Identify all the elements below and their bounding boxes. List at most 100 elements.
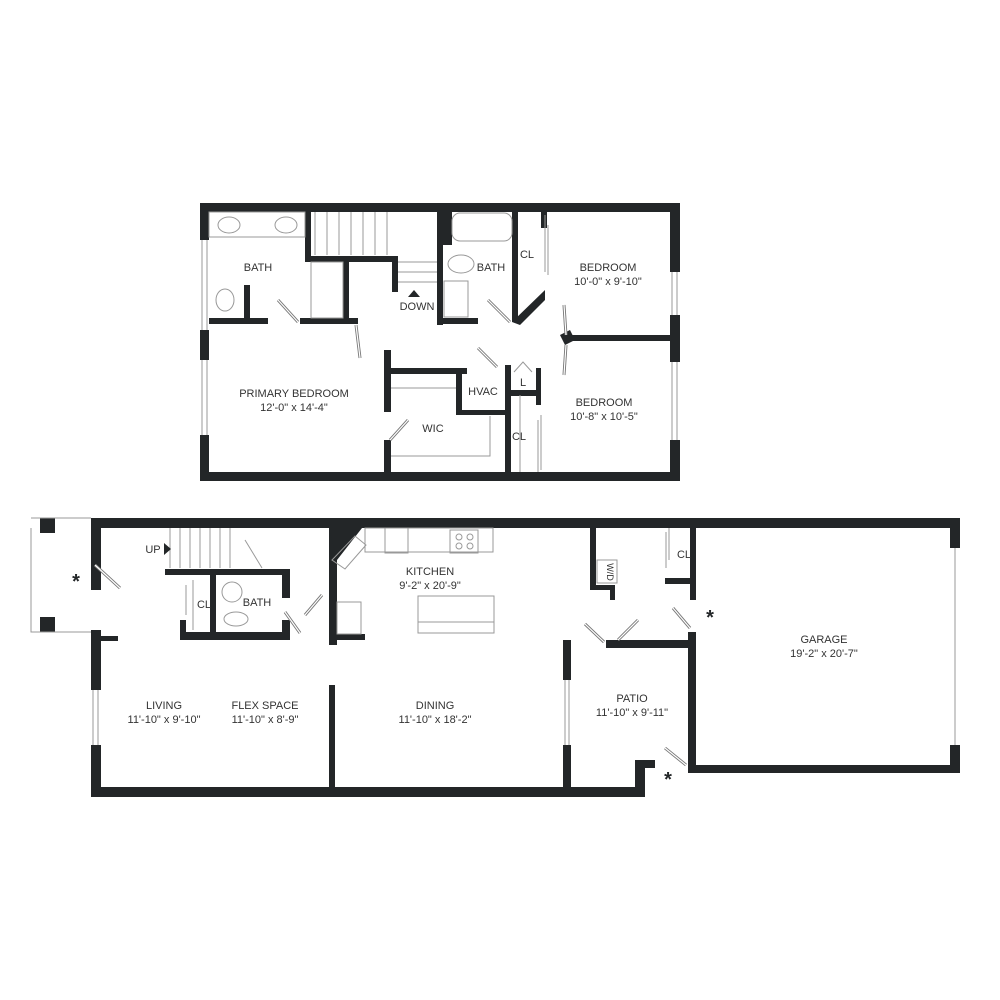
room-size-dining: 11'-10" x 18'-2" bbox=[399, 714, 472, 726]
entry-marker: * bbox=[664, 769, 672, 791]
room-label-linen: L bbox=[520, 377, 526, 389]
wall bbox=[690, 528, 696, 600]
room-label-closet: CL bbox=[520, 249, 534, 261]
wall bbox=[635, 760, 645, 797]
lower-stairs bbox=[169, 528, 263, 569]
wall bbox=[40, 518, 55, 533]
wall bbox=[606, 640, 696, 648]
room-size-kitchen: 9'-2" x 20'-9" bbox=[399, 580, 461, 592]
room-size-flex-space: 11'-10" x 8'-9" bbox=[232, 714, 299, 726]
shower bbox=[310, 261, 344, 319]
room-size-garage: 19'-2" x 20'-7" bbox=[790, 648, 858, 660]
wall bbox=[165, 569, 290, 575]
wall bbox=[512, 212, 518, 322]
door-icon bbox=[672, 607, 691, 629]
stove-icon bbox=[449, 529, 479, 554]
stairs-up-label: UP bbox=[145, 544, 160, 556]
counter bbox=[364, 527, 494, 553]
dishwasher bbox=[384, 527, 409, 554]
wall bbox=[282, 620, 290, 640]
wall bbox=[437, 212, 452, 245]
wic-shelves bbox=[391, 387, 491, 457]
room-size-living: 11'-10" x 9'-10" bbox=[128, 714, 201, 726]
closet-door bbox=[30, 528, 670, 633]
wall bbox=[180, 632, 290, 640]
wall bbox=[536, 368, 541, 405]
door-icon bbox=[487, 299, 511, 323]
door-icon bbox=[94, 564, 121, 589]
windows bbox=[92, 240, 678, 745]
wall-corner bbox=[560, 330, 575, 345]
room-label-kitchen: KITCHEN bbox=[406, 566, 454, 578]
room-label-wic: WIC bbox=[422, 423, 443, 435]
walls bbox=[40, 203, 960, 797]
vanity bbox=[208, 211, 306, 238]
washer-dryer bbox=[596, 559, 618, 584]
fixtures bbox=[30, 211, 956, 745]
wall bbox=[282, 569, 290, 598]
room-label-living: LIVING bbox=[146, 700, 182, 712]
wall bbox=[688, 632, 696, 773]
wall bbox=[590, 528, 596, 590]
door-icon bbox=[563, 304, 567, 336]
room-label-hvac: HVAC bbox=[468, 386, 498, 398]
door-icon bbox=[584, 623, 605, 643]
wall bbox=[670, 440, 680, 481]
door-icon bbox=[355, 324, 361, 359]
wall-corner bbox=[512, 290, 545, 325]
wall bbox=[950, 745, 960, 773]
wall bbox=[392, 256, 398, 292]
door-icon bbox=[477, 347, 498, 368]
toilet-icon bbox=[223, 611, 249, 627]
kitchen-island bbox=[417, 595, 495, 634]
door-icon bbox=[664, 747, 687, 766]
room-label-closet-2: CL bbox=[512, 431, 526, 443]
wall bbox=[200, 203, 209, 240]
wall bbox=[950, 518, 960, 548]
wall bbox=[91, 745, 101, 797]
door-icon bbox=[389, 419, 409, 441]
wall bbox=[91, 518, 101, 590]
wall bbox=[91, 518, 960, 528]
room-label-patio: PATIO bbox=[616, 693, 648, 705]
wall bbox=[688, 765, 960, 773]
toilet-icon bbox=[447, 254, 475, 274]
stairs-down-label: DOWN bbox=[400, 301, 435, 313]
wall bbox=[91, 787, 645, 797]
wall bbox=[329, 528, 337, 645]
room-label-flex-space: FLEX SPACE bbox=[231, 700, 298, 712]
wall bbox=[329, 685, 335, 787]
wall bbox=[590, 585, 615, 590]
room-label-dining: DINING bbox=[416, 700, 455, 712]
wall bbox=[200, 472, 680, 481]
door-icon bbox=[277, 299, 299, 323]
wall bbox=[210, 575, 216, 640]
wall bbox=[456, 368, 462, 415]
wall bbox=[665, 578, 690, 584]
door-icon bbox=[284, 611, 301, 634]
wall bbox=[541, 212, 547, 228]
up-arrow-icon bbox=[164, 543, 171, 555]
wall bbox=[437, 245, 443, 325]
room-label-bath-2: BATH bbox=[477, 262, 506, 274]
wall bbox=[384, 368, 467, 374]
wall bbox=[563, 640, 571, 680]
wall bbox=[670, 315, 680, 362]
door-icon bbox=[617, 619, 639, 641]
room-label-primary-bedroom: PRIMARY BEDROOM bbox=[239, 388, 349, 400]
bathtub-icon bbox=[451, 212, 513, 242]
sink-icon bbox=[221, 581, 243, 603]
room-size-primary-bedroom: 12'-0" x 14'-4" bbox=[260, 402, 328, 414]
wall bbox=[180, 620, 186, 640]
wall bbox=[305, 256, 398, 262]
wall bbox=[610, 585, 615, 600]
wall bbox=[200, 203, 680, 212]
wall bbox=[635, 760, 655, 768]
sink-icon bbox=[443, 280, 469, 318]
down-arrow-icon bbox=[408, 290, 420, 297]
wall bbox=[40, 617, 55, 632]
refrigerator bbox=[336, 601, 362, 635]
door-icon bbox=[304, 594, 323, 616]
sink-icon bbox=[217, 216, 241, 234]
wall bbox=[511, 390, 536, 396]
